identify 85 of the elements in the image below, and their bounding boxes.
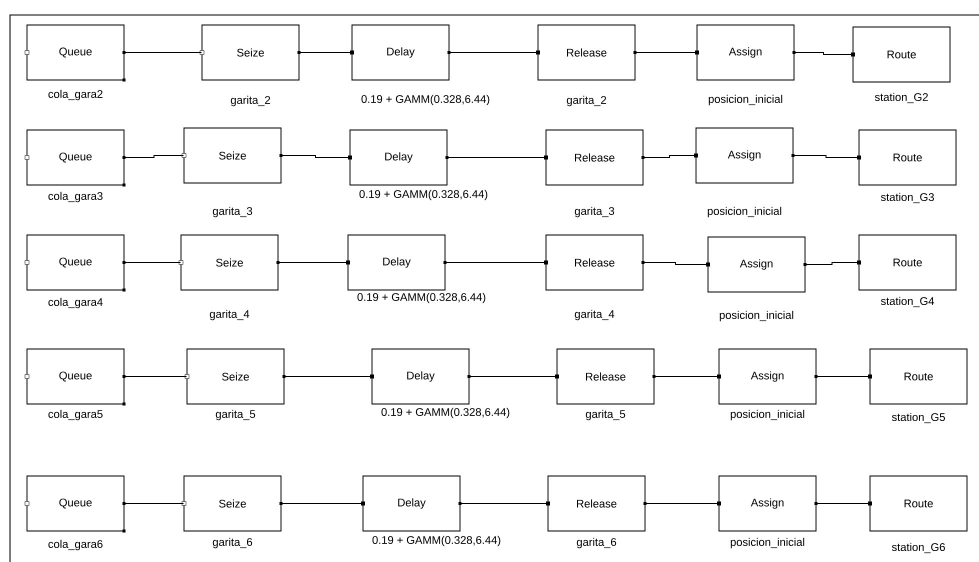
block-label: station_G6 bbox=[892, 542, 945, 554]
connector-line bbox=[794, 52, 854, 55]
block-label: cola_gara4 bbox=[48, 298, 103, 308]
block-label: garita_2 bbox=[566, 96, 606, 106]
connector-line bbox=[816, 376, 870, 377]
connector-line bbox=[449, 52, 538, 53]
block-label: station_G2 bbox=[874, 92, 928, 104]
block-label: garita_2 bbox=[230, 96, 270, 106]
block-label: 0.19 + GAMM(0.328,6.44) bbox=[359, 190, 488, 200]
block-box: Delay bbox=[361, 476, 462, 532]
block-label: garita_5 bbox=[586, 410, 626, 420]
connector-line bbox=[124, 376, 187, 377]
block-box: Delay bbox=[346, 234, 446, 290]
block-label: garita_3 bbox=[574, 206, 614, 218]
block-box: Release bbox=[544, 130, 644, 186]
connector-line bbox=[805, 262, 860, 265]
connector-line bbox=[643, 155, 696, 158]
connector-line bbox=[281, 503, 363, 504]
block-label: posicion_inicial bbox=[730, 538, 804, 548]
block-box: Assign bbox=[694, 128, 794, 184]
block-label: garita_3 bbox=[212, 206, 252, 218]
block-label: cola_gara3 bbox=[48, 192, 103, 202]
connector-line bbox=[124, 262, 181, 263]
block-box: Release bbox=[555, 348, 656, 404]
block-box: Queue bbox=[24, 234, 126, 292]
block-label: station_G4 bbox=[880, 296, 934, 308]
block-box: Queue bbox=[24, 130, 126, 186]
block-box: Queue bbox=[24, 476, 126, 532]
connector-line bbox=[124, 503, 184, 504]
connector-line bbox=[793, 155, 860, 158]
connector-line bbox=[635, 52, 697, 53]
connector-line bbox=[278, 262, 348, 263]
block-label: posicion_inicial bbox=[708, 94, 782, 106]
block-label: garita_6 bbox=[212, 538, 252, 548]
block-box: Seize bbox=[182, 128, 282, 184]
block-box: Assign bbox=[717, 476, 818, 532]
block-label: garita_6 bbox=[576, 538, 616, 548]
block-label: cola_gara6 bbox=[48, 540, 103, 550]
connector-line bbox=[299, 52, 352, 53]
connector-line bbox=[654, 376, 720, 377]
block-label: station_G3 bbox=[880, 192, 934, 204]
block-box: Seize bbox=[178, 234, 280, 290]
block-label: 0.19 + GAMM(0.328,6.44) bbox=[361, 94, 490, 106]
block-box: Assign bbox=[706, 236, 807, 292]
block-box: Delay bbox=[348, 130, 448, 186]
block-box: Seize bbox=[182, 476, 282, 532]
block-box: Queue bbox=[24, 24, 126, 82]
block-box: Assign bbox=[695, 24, 796, 80]
block-box: Route bbox=[851, 26, 950, 82]
block-box: Release bbox=[546, 476, 646, 532]
block-label: garita_4 bbox=[574, 310, 614, 320]
connector-line bbox=[124, 52, 202, 53]
connector-line bbox=[460, 503, 548, 504]
block-label: 0.19 + GAMM(0.328,6.44) bbox=[381, 408, 510, 418]
block-label: cola_gara5 bbox=[48, 410, 103, 420]
block-box: Queue bbox=[24, 348, 126, 406]
connector-line bbox=[816, 503, 870, 504]
block-box: Route bbox=[857, 130, 956, 186]
block-box: Release bbox=[544, 234, 644, 290]
connector-line bbox=[447, 157, 546, 158]
block-label: station_G5 bbox=[892, 412, 945, 424]
block-label: posicion_inicial bbox=[730, 410, 804, 420]
block-box: Release bbox=[536, 24, 636, 80]
block-box: Delay bbox=[350, 24, 450, 80]
block-box: Seize bbox=[184, 348, 286, 404]
block-box: Seize bbox=[200, 24, 300, 80]
connector-line bbox=[124, 155, 184, 158]
block-label: posicion_inicial bbox=[708, 206, 782, 218]
block-box: Delay bbox=[370, 348, 470, 404]
connector-line bbox=[445, 262, 546, 263]
connector-line bbox=[284, 376, 372, 377]
block-label: cola_gara2 bbox=[48, 90, 102, 100]
block-box: Assign bbox=[717, 348, 818, 404]
block-label: 0.19 + GAMM(0.328,6.44) bbox=[372, 536, 500, 546]
connector-line bbox=[643, 262, 708, 265]
connector-line bbox=[281, 155, 350, 158]
connector-line bbox=[469, 376, 557, 377]
connector-line bbox=[645, 503, 720, 504]
block-box: Route bbox=[857, 234, 956, 290]
block-box: Route bbox=[868, 348, 968, 404]
block-label: 0.19 + GAMM(0.328,6.44) bbox=[357, 292, 486, 304]
block-label: garita_5 bbox=[216, 410, 256, 420]
block-label: posicion_inicial bbox=[720, 310, 794, 322]
block-label: garita_4 bbox=[210, 310, 250, 320]
block-box: Route bbox=[868, 476, 968, 532]
